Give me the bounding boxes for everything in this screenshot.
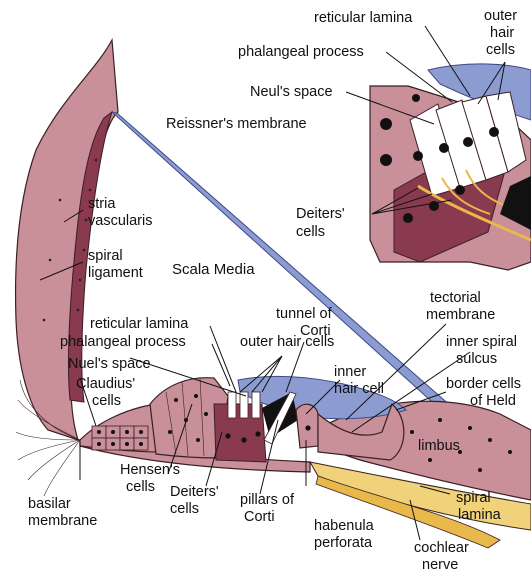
claudius-cells	[80, 404, 160, 452]
label-hensens-cells-2: cells	[126, 479, 155, 495]
label-reissners-membrane: Reissner's membrane	[166, 116, 307, 132]
label-phalangeal-process-top: phalangeal process	[238, 44, 364, 60]
label-pillars-of-corti-1: pillars of	[240, 492, 295, 508]
label-claudius-cells-1: Claudius'	[76, 376, 135, 392]
label-tunnel-of-corti-1: tunnel of	[276, 306, 333, 322]
label-nuels-space: Nuel's space	[68, 356, 151, 372]
label-reticular-lamina: reticular lamina	[90, 316, 189, 332]
label-deiters-cells-top-1: Deiters'	[296, 206, 345, 222]
label-pillars-of-corti-2: Corti	[244, 509, 275, 525]
label-cochlear-nerve-1: cochlear	[414, 540, 469, 556]
label-stria-vascularis-2: vascularis	[88, 213, 152, 229]
label-habenula-perforata-1: habenula	[314, 518, 375, 534]
label-border-cells-of-held-1: border cells	[446, 376, 521, 392]
inner-hair-cell-nucleus	[305, 425, 310, 430]
label-claudius-cells-2: cells	[92, 393, 121, 409]
label-tectorial-membrane-2: membrane	[426, 307, 495, 323]
label-stria-vascularis-1: stria	[88, 196, 116, 212]
inset	[370, 64, 531, 270]
label-border-cells-of-held-2: of Held	[470, 393, 516, 409]
label-deiters-cells-1: Deiters'	[170, 484, 219, 500]
label-reticular-lamina-top: reticular lamina	[314, 10, 413, 26]
label-inner-hair-cell-1: inner	[334, 364, 366, 380]
label-habenula-perforata-2: perforata	[314, 535, 373, 551]
label-scala-media: Scala Media	[172, 261, 255, 278]
label-deiters-cells-top-2: cells	[296, 224, 325, 240]
label-inner-spiral-sulcus-1: inner spiral	[446, 334, 517, 350]
label-basilar-membrane-1: basilar	[28, 496, 71, 512]
label-outer-hair-cells-top-2: hair	[490, 25, 514, 41]
label-spiral-ligament-2: ligament	[88, 265, 143, 281]
label-phalangeal-process: phalangeal process	[60, 334, 186, 350]
label-tectorial-membrane-1: tectorial	[430, 290, 481, 306]
label-deiters-cells-2: cells	[170, 501, 199, 517]
outer-hair-cells	[228, 392, 260, 418]
label-basilar-membrane-2: membrane	[28, 513, 97, 529]
label-spiral-lamina-1: spiral	[456, 490, 491, 506]
label-cochlear-nerve-2: nerve	[422, 557, 458, 573]
label-outer-hair-cells-top-3: cells	[486, 42, 515, 58]
label-spiral-ligament-1: spiral	[88, 248, 123, 264]
label-spiral-lamina-2: lamina	[458, 507, 502, 523]
label-inner-hair-cell-2: hair cell	[334, 381, 384, 397]
label-inner-spiral-sulcus-2: sulcus	[456, 351, 497, 367]
label-outer-hair-cells: outer hair cells	[240, 334, 334, 350]
label-outer-hair-cells-top-1: outer	[484, 8, 517, 24]
label-neuls-space: Neul's space	[250, 84, 333, 100]
label-limbus: limbus	[418, 438, 460, 454]
label-hensens-cells-1: Hensen's	[120, 462, 180, 478]
